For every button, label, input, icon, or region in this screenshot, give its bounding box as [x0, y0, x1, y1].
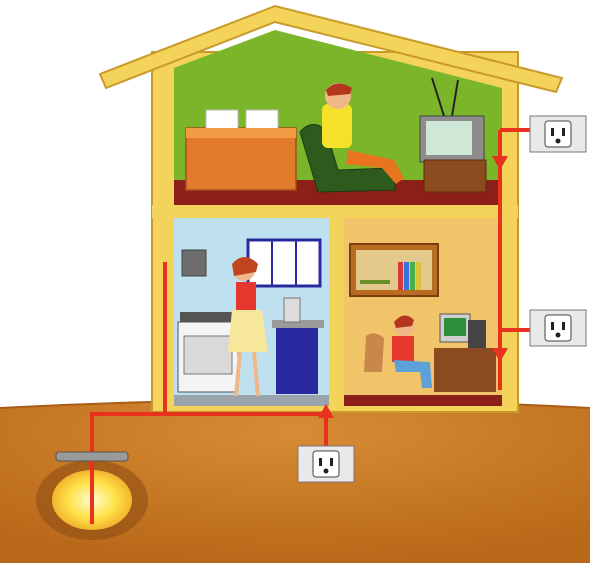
- outlet-lower: [298, 446, 354, 482]
- outlet-upper: [530, 116, 586, 152]
- bookshelf: [350, 244, 438, 296]
- fuse-box: [182, 250, 206, 276]
- outlet-middle: [530, 310, 586, 346]
- kitchen-cabinets: [248, 240, 320, 286]
